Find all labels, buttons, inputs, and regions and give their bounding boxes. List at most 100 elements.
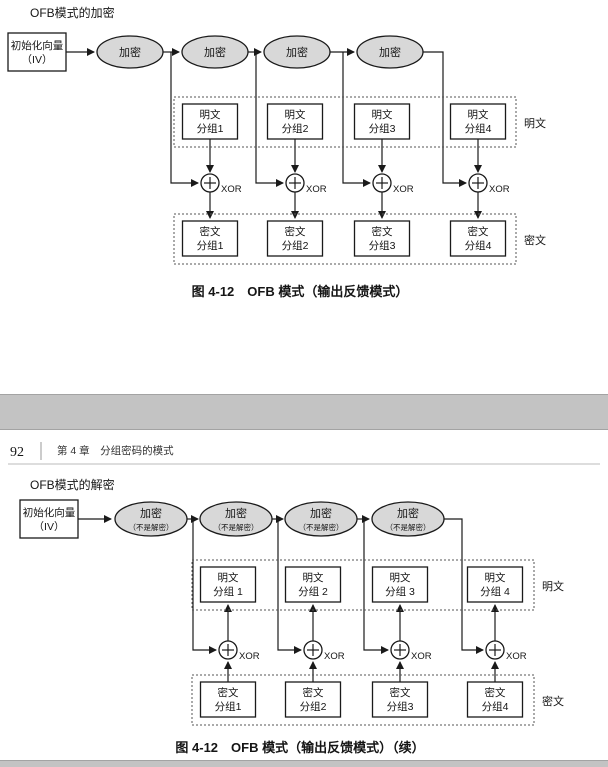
plaintext-block-3: 明文 分组3 (353, 103, 411, 140)
plaintext-block-3-rect (353, 103, 411, 140)
encrypt-node-2: 加密 （不是解密） (199, 501, 273, 537)
encrypt-node-3-label: 加密 (310, 506, 332, 520)
xor-node-3-label: XOR (393, 184, 414, 195)
plaintext-block-1-line2: 分组 1 (213, 585, 243, 598)
page-header: 92 第 4 章 分组密码的模式 (8, 442, 600, 465)
plaintext-block-3-line1: 明文 (372, 108, 393, 121)
plaintext-block-3: 明文 分组 3 (371, 566, 429, 603)
plaintext-block-2-rect (266, 103, 324, 140)
ciphertext-block-1-line2: 分组1 (215, 700, 242, 713)
page-number: 92 (10, 445, 24, 460)
iv-label-line2: （IV） (34, 521, 65, 533)
xor-node-2-label: XOR (324, 651, 345, 662)
ciphertext-block-1-rect (181, 220, 239, 257)
plaintext-block-3-line1: 明文 (390, 571, 411, 584)
bottom-edge-band (0, 760, 608, 767)
ciphertext-block-3-line1: 密文 (390, 686, 411, 699)
plaintext-block-2: 明文 分组 2 (284, 566, 342, 603)
ciphertext-block-4-rect (449, 220, 507, 257)
ciphertext-block-1-line1: 密文 (200, 225, 221, 238)
plaintext-block-4: 明文 分组4 (449, 103, 507, 140)
ciphertext-block-2-line2: 分组2 (282, 239, 309, 252)
xor-node-3: XOR (390, 640, 432, 662)
plaintext-block-2-line2: 分组2 (282, 122, 309, 135)
ciphertext-block-1: 密文 分组1 (181, 220, 239, 257)
ciphertext-block-2-rect (266, 220, 324, 257)
keystream4-to-xor4 (423, 51, 467, 187)
iv-box-rect (19, 499, 79, 539)
ciphertext-block-2-line1: 密文 (285, 225, 306, 238)
ciphertext-block-2: 密文 分组2 (284, 681, 342, 718)
xor-node-1-label: XOR (221, 184, 242, 195)
encrypt-node-3-shape (284, 501, 358, 537)
ciphertext-block-4-line1: 密文 (485, 686, 506, 699)
plaintext-block-4-rect (449, 103, 507, 140)
keystream1-to-xor1 (192, 519, 217, 654)
iv-box-rect (7, 32, 67, 72)
figure-caption-decryption: 图 4-12 OFB 模式（输出反馈模式）（续） (175, 740, 424, 755)
ciphertext-side-label: 密文 (524, 233, 546, 247)
encrypt-node-1-sublabel: （不是解密） (129, 522, 174, 532)
page-gap (0, 394, 608, 430)
ciphertext-block-3-rect (371, 681, 429, 718)
section-title-decryption: OFB模式的解密 (30, 477, 115, 492)
xor-node-3-label: XOR (411, 651, 432, 662)
encrypt-node-3-label: 加密 (286, 45, 308, 59)
chapter-title: 第 4 章 分组密码的模式 (57, 444, 174, 457)
plaintext-block-4-line1: 明文 (468, 108, 489, 121)
plaintext-side-label: 明文 (542, 579, 564, 593)
section-title-encryption: OFB模式的加密 (30, 5, 115, 20)
plaintext-block-1-rect (199, 566, 257, 603)
ciphertext-block-3-line2: 分组3 (387, 700, 414, 713)
ciphertext-side-label: 密文 (542, 694, 564, 708)
ciphertext-block-4: 密文 分组4 (466, 681, 524, 718)
encrypt-node-1-label: 加密 (119, 45, 141, 59)
ciphertext-block-2: 密文 分组2 (266, 220, 324, 257)
encrypt-node-4: 加密 (356, 35, 424, 69)
encrypt-node-2-label: 加密 (204, 45, 226, 59)
ciphertext-block-4-line2: 分组4 (465, 239, 492, 252)
plaintext-side-label: 明文 (524, 116, 546, 130)
encrypt-node-4-label: 加密 (379, 45, 401, 59)
encrypt-node-2: 加密 (181, 35, 249, 69)
encrypt-node-4-label: 加密 (397, 506, 419, 520)
page-gap-band (0, 394, 608, 430)
plaintext-block-1: 明文 分组 1 (199, 566, 257, 603)
encrypt-node-2-sublabel: （不是解密） (214, 522, 259, 532)
xor-node-3: XOR (372, 173, 414, 195)
keystream2-to-xor2 (277, 519, 302, 654)
encryption-diagram: OFB模式的加密 初始化向量 （IV） (7, 5, 546, 299)
encrypt-node-3: 加密 (263, 35, 331, 69)
figure-caption-encryption: 图 4-12 OFB 模式（输出反馈模式） (192, 284, 409, 299)
keystream1-to-xor1 (170, 52, 199, 187)
plaintext-block-2-line1: 明文 (303, 571, 324, 584)
plaintext-block-4-rect (466, 566, 524, 603)
keystream3-to-xor3 (342, 52, 371, 187)
xor-node-4-label: XOR (506, 651, 527, 662)
plaintext-block-2-line1: 明文 (285, 108, 306, 121)
xor-node-4: XOR (468, 173, 510, 195)
xor-node-2: XOR (303, 640, 345, 662)
plaintext-block-3-rect (371, 566, 429, 603)
encrypt-node-3: 加密 （不是解密） (284, 501, 358, 537)
plaintext-block-3-line2: 分组3 (369, 122, 396, 135)
ciphertext-block-3-rect (353, 220, 411, 257)
encrypt-node-1-shape (96, 35, 164, 69)
encrypt-node-2-shape (199, 501, 273, 537)
encrypt-node-1: 加密 （不是解密） (114, 501, 188, 537)
encrypt-node-3-shape (263, 35, 331, 69)
ciphertext-block-1-line1: 密文 (218, 686, 239, 699)
plaintext-block-1-line2: 分组1 (197, 122, 224, 135)
plaintext-block-4-line2: 分组4 (465, 122, 492, 135)
encrypt-node-3-sublabel: （不是解密） (299, 522, 344, 532)
decryption-diagram: OFB模式的解密 初始化向量 （IV） (19, 477, 564, 755)
encrypt-node-1-label: 加密 (140, 506, 162, 520)
xor-node-4-label: XOR (489, 184, 510, 195)
plaintext-block-1-line1: 明文 (200, 108, 221, 121)
plaintext-block-1: 明文 分组1 (181, 103, 239, 140)
ciphertext-block-3-line1: 密文 (372, 225, 393, 238)
plaintext-block-2-line2: 分组 2 (298, 585, 328, 598)
plaintext-block-4-line2: 分组 4 (480, 585, 510, 598)
